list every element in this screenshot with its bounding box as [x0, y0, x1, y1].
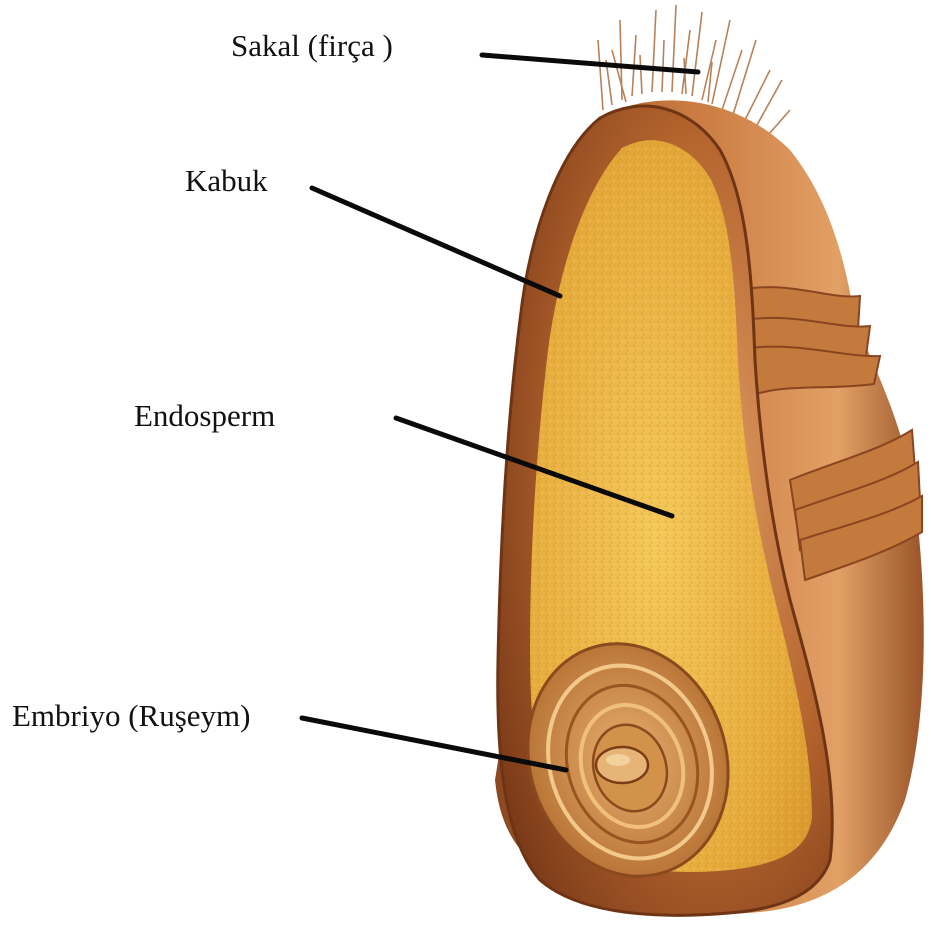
label-endosperm: Endosperm [134, 400, 275, 431]
leader-line-sakal [482, 55, 698, 72]
label-kabuk: Kabuk [185, 165, 268, 196]
label-sakal: Sakal (firça ) [231, 30, 393, 61]
leader-line-kabuk [312, 188, 560, 296]
label-embriyo: Embriyo (Ruşeym) [12, 700, 251, 731]
